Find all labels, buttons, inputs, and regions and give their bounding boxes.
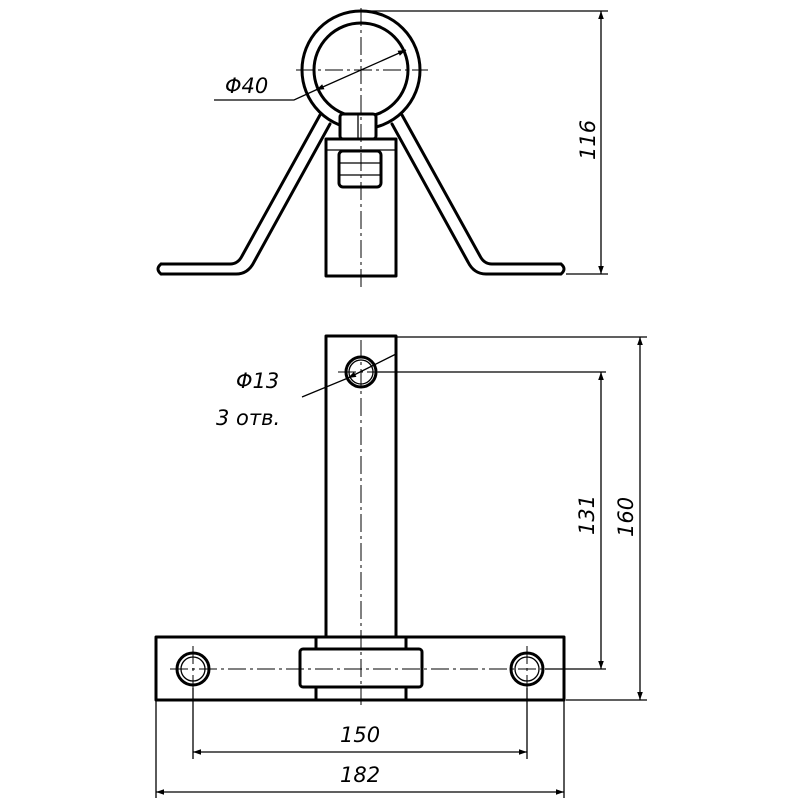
bracket-right	[390, 113, 566, 276]
dim-height-top-text: 116	[576, 120, 600, 160]
dim-ring-diameter-text: Φ40	[225, 74, 268, 98]
bracket-left	[156, 113, 332, 276]
dim-ring-diameter-leader	[214, 88, 319, 101]
dim-hole-diameter-leader	[301, 377, 349, 398]
dim-overall-height-text: 160	[614, 497, 638, 537]
dim-hole-spacing-text: 131	[575, 495, 599, 535]
nut	[337, 149, 383, 189]
front-view: Φ13 3 отв. 131 160 150 182	[154, 334, 647, 798]
dim-hole-diameter-line	[347, 353, 397, 379]
dim-ring-diameter-line	[315, 49, 407, 91]
dim-hole-diameter-text: Φ13	[236, 369, 279, 393]
dim-base-width-text: 182	[340, 763, 380, 787]
dim-base-hole-spacing-text: 150	[340, 723, 380, 747]
dim-hole-count-text: 3 отв.	[216, 406, 280, 430]
top-view: Φ40 116	[156, 8, 608, 290]
